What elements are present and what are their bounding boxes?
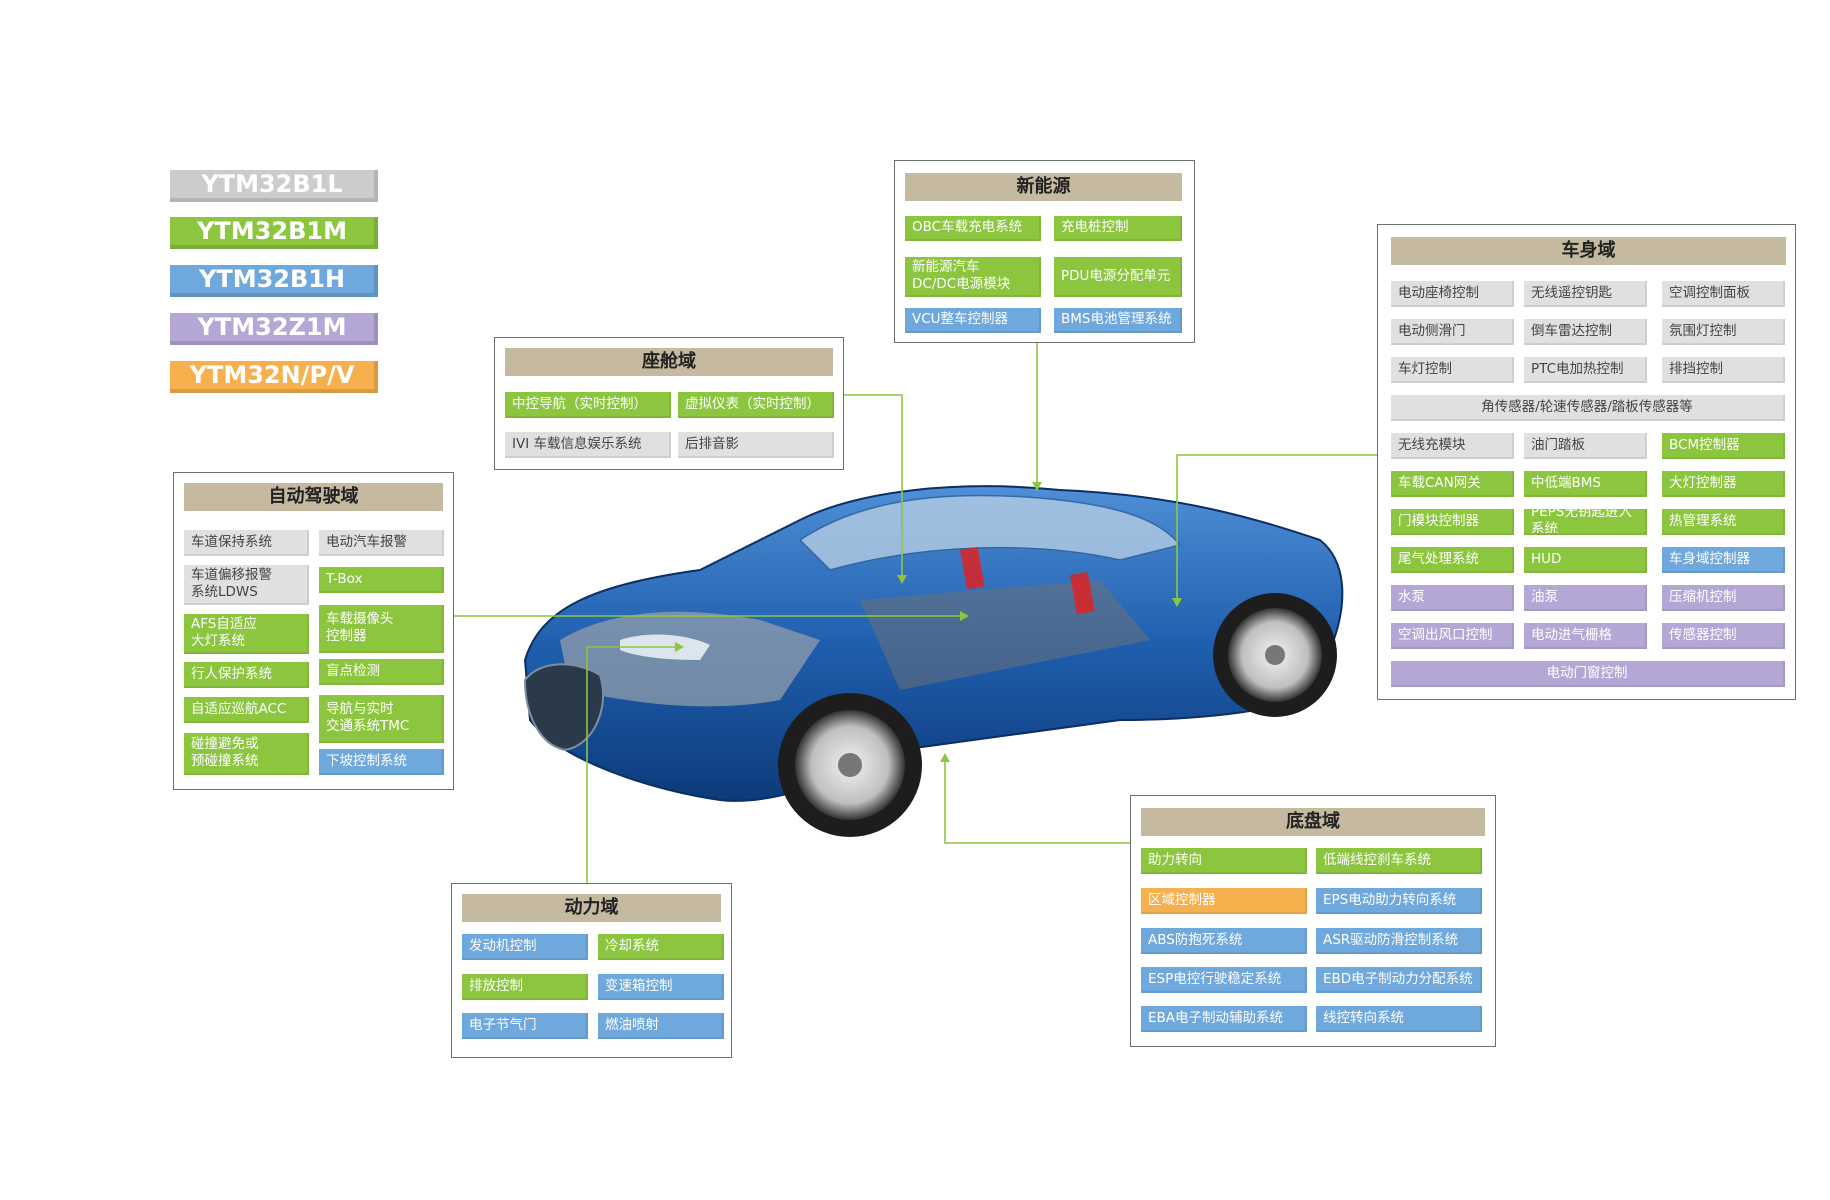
chip-power-2: 排放控制 bbox=[462, 974, 588, 1000]
domain-power: 动力域 发动机控制冷却系统排放控制变速箱控制电子节气门燃油喷射 bbox=[451, 883, 732, 1058]
chip-power-5: 燃油喷射 bbox=[598, 1013, 724, 1039]
chip-power-4: 电子节气门 bbox=[462, 1013, 588, 1039]
chip-cabin-3: 后排音影 bbox=[678, 432, 834, 458]
legend-ytm32b1h: YTM32B1H bbox=[170, 265, 378, 297]
domain-body: 车身域 电动座椅控制无线遥控钥匙空调控制面板电动侧滑门倒车雷达控制氛围灯控制车灯… bbox=[1377, 224, 1796, 700]
chip-new-energy-0: OBC车载充电系统 bbox=[905, 216, 1041, 241]
chip-new-energy-3: PDU电源分配单元 bbox=[1054, 257, 1182, 297]
chip-body-15: 大灯控制器 bbox=[1662, 471, 1785, 497]
chip-adas-7: 盲点检测 bbox=[319, 659, 444, 685]
chip-body-23: 油泵 bbox=[1524, 585, 1647, 611]
chip-body-11: 油门踏板 bbox=[1524, 433, 1647, 459]
chip-chassis-4: ABS防抱死系统 bbox=[1141, 928, 1307, 954]
chip-body-5: 氛围灯控制 bbox=[1662, 319, 1785, 345]
chip-chassis-2: 区域控制器 bbox=[1141, 888, 1307, 914]
chip-body-18: 热管理系统 bbox=[1662, 509, 1785, 535]
chip-cabin-0: 中控导航（实时控制） bbox=[505, 392, 671, 418]
chip-adas-4: AFS自适应 大灯系统 bbox=[184, 614, 309, 654]
chip-body-6: 车灯控制 bbox=[1391, 357, 1514, 383]
chip-power-1: 冷却系统 bbox=[598, 934, 724, 960]
chip-body-25: 空调出风口控制 bbox=[1391, 623, 1514, 649]
chip-adas-10: 碰撞避免或 预碰撞系统 bbox=[184, 733, 309, 775]
domain-title: 座舱域 bbox=[505, 348, 833, 376]
chip-cabin-1: 虚拟仪表（实时控制） bbox=[678, 392, 834, 418]
domain-title: 底盘域 bbox=[1141, 808, 1485, 836]
chip-body-9: 角传感器/轮速传感器/踏板传感器等 bbox=[1391, 395, 1785, 421]
chip-adas-5: 车载摄像头 控制器 bbox=[319, 605, 444, 653]
domain-title: 车身域 bbox=[1391, 237, 1786, 265]
legend-ytm32npv: YTM32N/P/V bbox=[170, 361, 378, 393]
chip-new-energy-4: VCU整车控制器 bbox=[905, 308, 1041, 333]
legend-ytm32z1m: YTM32Z1M bbox=[170, 313, 378, 345]
chip-body-13: 车载CAN网关 bbox=[1391, 471, 1514, 497]
chip-body-16: 门模块控制器 bbox=[1391, 509, 1514, 535]
domain-chassis: 底盘域 助力转向低端线控刹车系统区域控制器 EPS电动助力转向系统 ABS防抱死系统… bbox=[1130, 795, 1496, 1047]
chip-body-22: 水泵 bbox=[1391, 585, 1514, 611]
chip-adas-3: T-Box bbox=[319, 567, 444, 593]
chip-power-0: 发动机控制 bbox=[462, 934, 588, 960]
chip-body-4: 倒车雷达控制 bbox=[1524, 319, 1647, 345]
domain-cabin: 座舱域 中控导航（实时控制） 虚拟仪表（实时控制） IVI 车载信息娱乐系统后排音影 bbox=[494, 337, 844, 470]
chip-body-10: 无线充模块 bbox=[1391, 433, 1514, 459]
legend-ytm32b1m: YTM32B1M bbox=[170, 217, 378, 249]
chip-chassis-1: 低端线控刹车系统 bbox=[1316, 848, 1482, 874]
chip-body-12: BCM控制器 bbox=[1662, 433, 1785, 459]
chip-adas-2: 车道偏移报警 系统LDWS bbox=[184, 565, 309, 605]
legend-ytm32b1l: YTM32B1L bbox=[170, 170, 378, 202]
domain-new-energy: 新能源 OBC车载充电系统充电桩控制新能源汽车 DC/DC电源模块 PDU电源分配… bbox=[894, 160, 1195, 343]
chip-power-3: 变速箱控制 bbox=[598, 974, 724, 1000]
chip-cabin-2: IVI 车载信息娱乐系统 bbox=[505, 432, 671, 458]
chip-adas-9: 导航与实时 交通系统TMC bbox=[319, 695, 444, 743]
chip-new-energy-5: BMS电池管理系统 bbox=[1054, 308, 1182, 333]
chip-body-19: 尾气处理系统 bbox=[1391, 547, 1514, 573]
chip-adas-6: 行人保护系统 bbox=[184, 662, 309, 688]
chip-body-20: HUD bbox=[1524, 547, 1647, 573]
chip-chassis-0: 助力转向 bbox=[1141, 848, 1307, 874]
chip-chassis-6: ESP电控行驶稳定系统 bbox=[1141, 967, 1307, 993]
chip-adas-11: 下坡控制系统 bbox=[319, 749, 444, 775]
domain-title: 动力域 bbox=[462, 894, 721, 922]
chip-body-1: 无线遥控钥匙 bbox=[1524, 281, 1647, 307]
chip-new-energy-1: 充电桩控制 bbox=[1054, 216, 1182, 241]
domain-title: 新能源 bbox=[905, 173, 1182, 201]
chip-adas-0: 车道保持系统 bbox=[184, 530, 309, 556]
chip-adas-8: 自适应巡航ACC bbox=[184, 697, 309, 723]
chip-body-28: 电动门窗控制 bbox=[1391, 661, 1785, 687]
chip-body-14: 中低端BMS bbox=[1524, 471, 1647, 497]
chip-chassis-5: ASR驱动防滑控制系统 bbox=[1316, 928, 1482, 954]
chip-body-3: 电动侧滑门 bbox=[1391, 319, 1514, 345]
chip-chassis-7: EBD电子制动力分配系统 bbox=[1316, 967, 1482, 993]
chip-body-7: PTC电加热控制 bbox=[1524, 357, 1647, 383]
domain-title: 自动驾驶域 bbox=[184, 483, 443, 511]
chip-body-2: 空调控制面板 bbox=[1662, 281, 1785, 307]
chip-new-energy-2: 新能源汽车 DC/DC电源模块 bbox=[905, 257, 1041, 297]
chip-body-0: 电动座椅控制 bbox=[1391, 281, 1514, 307]
chip-body-21: 车身域控制器 bbox=[1662, 547, 1785, 573]
chip-body-26: 电动进气栅格 bbox=[1524, 623, 1647, 649]
chip-chassis-8: EBA电子制动辅助系统 bbox=[1141, 1006, 1307, 1032]
chip-body-27: 传感器控制 bbox=[1662, 623, 1785, 649]
chip-chassis-9: 线控转向系统 bbox=[1316, 1006, 1482, 1032]
chip-body-17: PEPS无钥匙进入系统 bbox=[1524, 509, 1647, 535]
chip-adas-1: 电动汽车报警 bbox=[319, 530, 444, 556]
chip-body-8: 排挡控制 bbox=[1662, 357, 1785, 383]
chip-chassis-3: EPS电动助力转向系统 bbox=[1316, 888, 1482, 914]
chip-body-24: 压缩机控制 bbox=[1662, 585, 1785, 611]
